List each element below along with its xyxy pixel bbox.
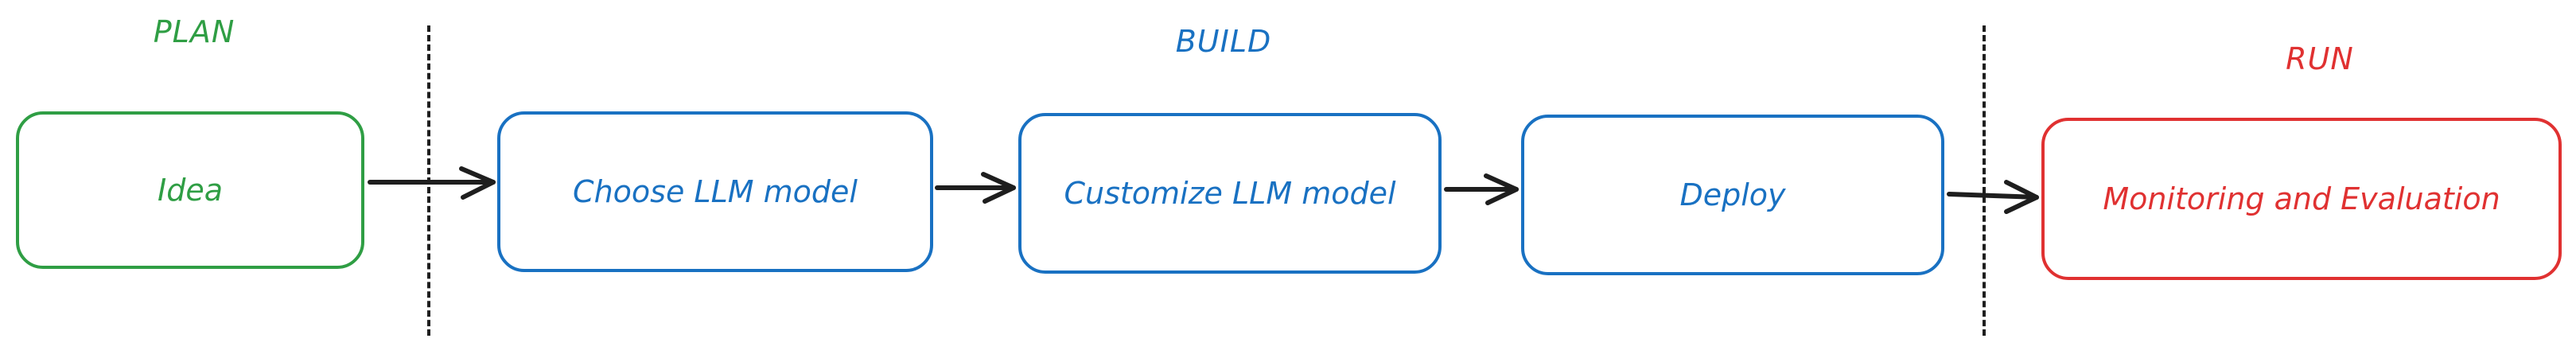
node-deploy: Deploy [1521, 115, 1944, 275]
arrow-idea-to-choose [368, 166, 496, 200]
node-deploy-label: Deploy [1679, 177, 1786, 212]
phase-label-build: BUILD [1175, 24, 1272, 59]
node-monitoring-and-evaluation-label: Monitoring and Evaluation [2103, 181, 2500, 216]
divider-build-run [1983, 25, 1986, 336]
arrow-customize-to-deploy [1444, 173, 1519, 205]
phase-label-plan: PLAN [153, 14, 235, 49]
phase-label-run: RUN [2286, 41, 2354, 76]
node-idea-label: Idea [158, 173, 223, 208]
arrow-deploy-to-monitoring [1947, 180, 2039, 214]
node-idea: Idea [16, 111, 364, 269]
node-customize-llm-model-label: Customize LLM model [1064, 176, 1396, 211]
node-choose-llm-model: Choose LLM model [497, 111, 933, 272]
node-choose-llm-model-label: Choose LLM model [573, 174, 858, 209]
divider-plan-build [427, 25, 430, 336]
arrow-choose-to-customize [935, 172, 1016, 204]
node-monitoring-and-evaluation: Monitoring and Evaluation [2041, 118, 2562, 280]
node-customize-llm-model: Customize LLM model [1018, 113, 1442, 274]
